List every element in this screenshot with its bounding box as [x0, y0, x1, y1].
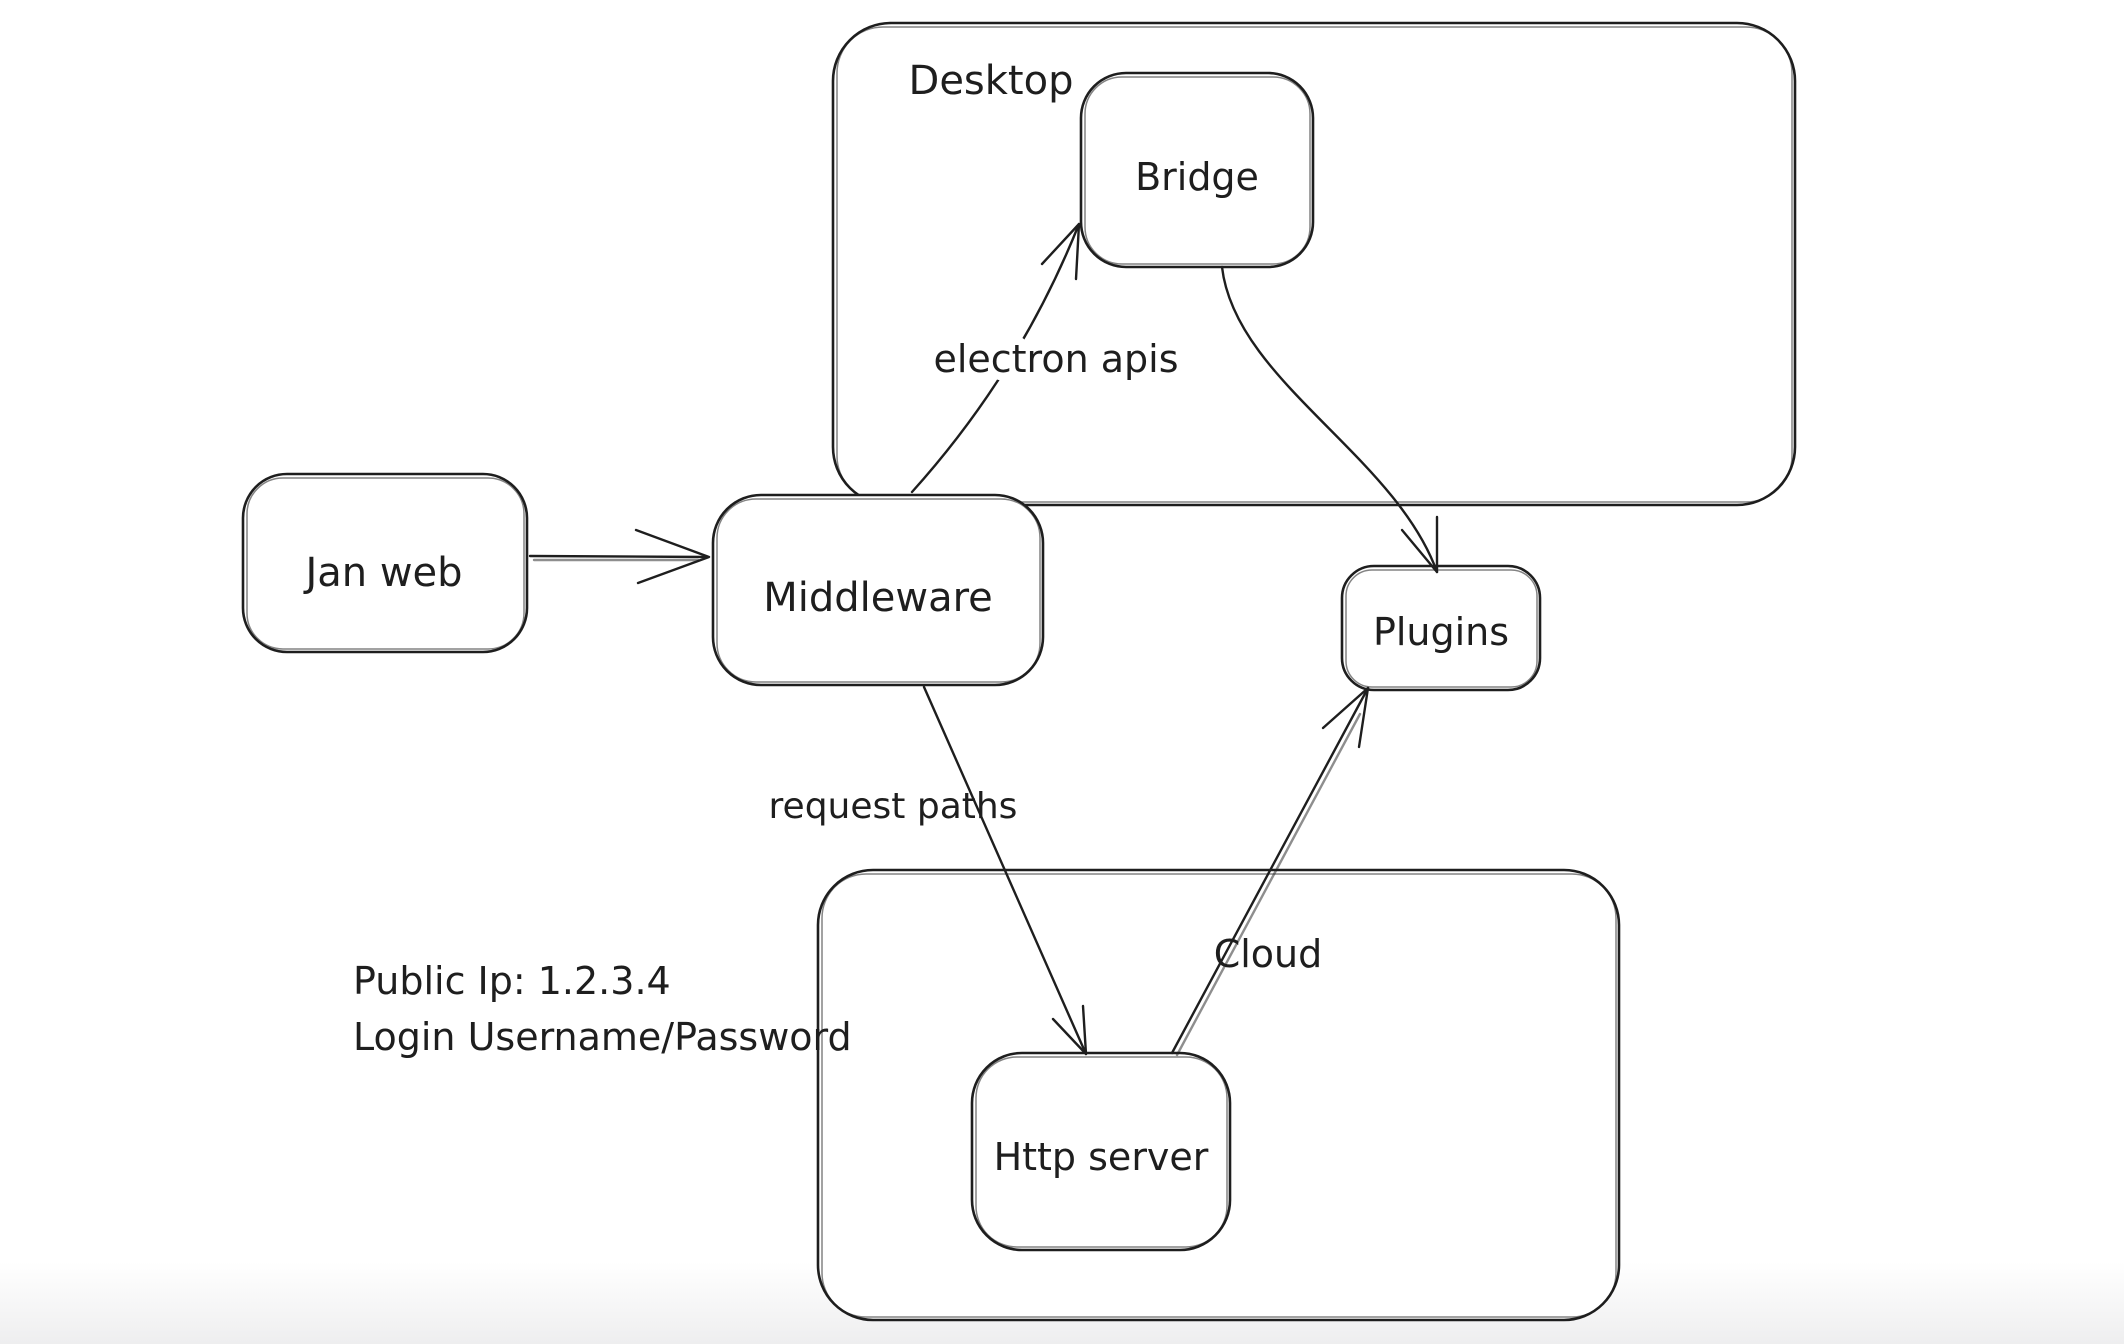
cloud-container-border-sketch — [821, 873, 1617, 1318]
jan-web-node[interactable]: Jan web — [241, 472, 529, 654]
arrow-middleware-to-httpserver-line — [922, 685, 1088, 1056]
arrow-middleware-to-bridge-line — [910, 222, 1081, 494]
jan-web-node-box — [241, 472, 529, 654]
desktop-container-border — [831, 21, 1797, 507]
plugins-node-label: Plugins — [1373, 610, 1509, 654]
bridge-node[interactable]: Bridge — [1079, 71, 1315, 269]
jan-web-node-box-sketch — [246, 477, 525, 650]
electron-apis-edge-label: electron apis — [933, 337, 1178, 381]
credentials-annotation[interactable]: Public Ip: 1.2.3.4 Login Username/Passwo… — [353, 959, 852, 1059]
arrowhead-into-httpserver — [1051, 1004, 1088, 1056]
http-server-node[interactable]: Http server — [970, 1051, 1232, 1252]
http-server-node-box-sketch — [975, 1056, 1228, 1248]
public-ip-text: Public Ip: 1.2.3.4 — [353, 959, 671, 1003]
arrowhead-into-bridge — [1040, 222, 1081, 281]
arrow-janweb-to-middleware[interactable] — [528, 528, 711, 585]
login-credentials-text: Login Username/Password — [353, 1015, 852, 1059]
desktop-container[interactable]: Desktop — [831, 21, 1797, 507]
http-server-node-box — [970, 1051, 1232, 1252]
plugins-node-box-sketch — [1345, 569, 1538, 688]
bridge-node-box-sketch — [1084, 76, 1311, 265]
request-paths-edge-label: request paths — [769, 786, 1018, 827]
middleware-node-label: Middleware — [763, 575, 993, 621]
arrowhead-into-middleware — [634, 528, 711, 585]
arrow-httpserver-to-plugins-line — [1170, 686, 1370, 1055]
jan-web-node-label: Jan web — [302, 550, 462, 596]
arrow-janweb-to-middleware-line — [528, 554, 709, 559]
middleware-node[interactable]: Middleware — [711, 493, 1045, 687]
bridge-node-box — [1079, 71, 1315, 269]
plugins-node[interactable]: Plugins — [1340, 564, 1542, 692]
arrow-middleware-to-bridge[interactable]: electron apis — [910, 222, 1187, 494]
arrow-httpserver-to-plugins-line-sketch — [1175, 712, 1362, 1057]
desktop-container-label: Desktop — [909, 58, 1074, 104]
desktop-container-border-sketch — [836, 26, 1793, 503]
arrow-middleware-to-httpserver[interactable]: request paths — [769, 685, 1088, 1056]
arrow-bridge-to-plugins-line — [1220, 265, 1439, 574]
arrow-httpserver-to-plugins[interactable] — [1170, 686, 1370, 1057]
http-server-node-label: Http server — [994, 1135, 1209, 1179]
middleware-node-box — [711, 493, 1045, 687]
arrowhead-into-plugins-top — [1400, 515, 1439, 574]
middleware-node-box-sketch — [716, 498, 1041, 683]
arrowhead-into-plugins-bottom — [1321, 686, 1370, 749]
bridge-node-label: Bridge — [1135, 155, 1259, 199]
arrow-bridge-to-plugins[interactable] — [1220, 265, 1439, 574]
plugins-node-box — [1340, 564, 1542, 692]
